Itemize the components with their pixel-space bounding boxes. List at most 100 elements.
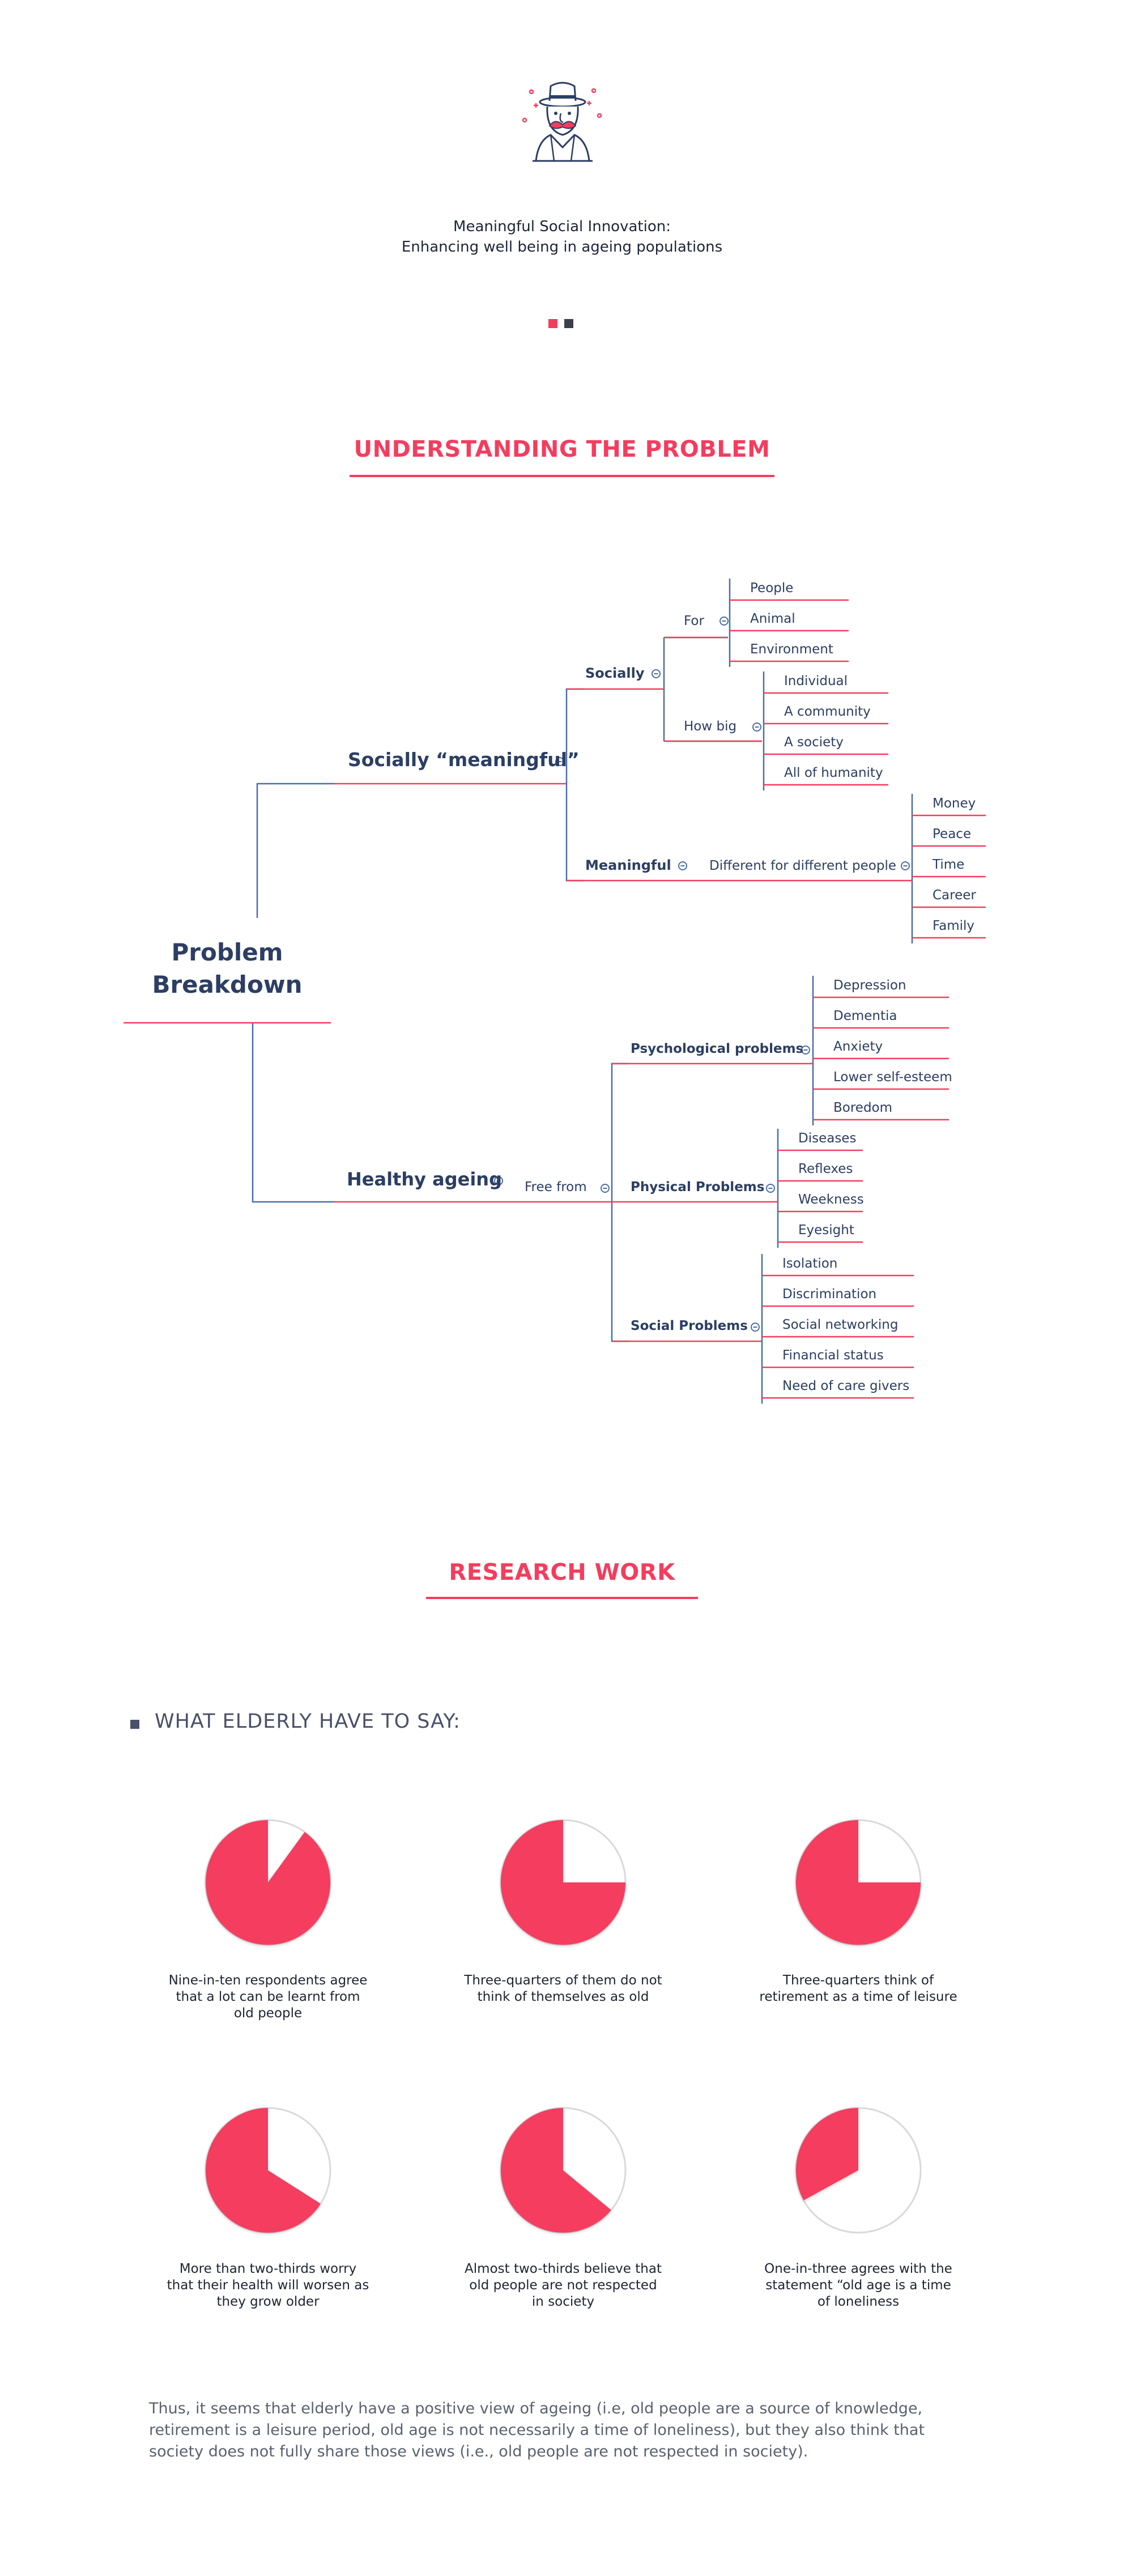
leaf-psychological: Depression bbox=[833, 978, 906, 993]
summary-line: Thus, it seems that elderly have a posit… bbox=[149, 2400, 923, 2417]
stat-caption: Almost two-thirds believe that old people… bbox=[433, 2261, 693, 2310]
bullet-square bbox=[130, 1720, 139, 1729]
node-different: Different for different people bbox=[709, 858, 896, 873]
leaf-for: Environment bbox=[750, 642, 833, 657]
stat-caption-line: Almost two-thirds believe that bbox=[465, 2262, 662, 2276]
collapse-toggle-icon[interactable] bbox=[901, 861, 910, 870]
leaf-physical: Diseases bbox=[798, 1131, 856, 1146]
title-line-1: Meaningful Social Innovation: bbox=[453, 218, 671, 235]
collapse-toggle-icon[interactable] bbox=[555, 757, 564, 766]
slide-dot-active[interactable] bbox=[548, 319, 557, 328]
collapse-toggle-icon[interactable] bbox=[601, 1184, 610, 1193]
pie-slice bbox=[501, 1820, 625, 1945]
stat-pie-chart bbox=[200, 2102, 336, 2238]
stat-pie-chart bbox=[790, 2102, 926, 2238]
title-line-2: Enhancing well being in ageing populatio… bbox=[401, 239, 723, 256]
leaf-how-big: All of humanity bbox=[784, 766, 883, 780]
stat-caption-line: statement “old age is a time bbox=[765, 2278, 951, 2293]
stat-pie-chart bbox=[790, 1814, 926, 1950]
stat-caption-line: Three-quarters think of bbox=[782, 1973, 934, 1988]
stat-caption-line: old people are not respected bbox=[469, 2278, 657, 2293]
stat-caption: More than two-thirds worry that their hea… bbox=[138, 2261, 398, 2310]
summary-paragraph: Thus, it seems that elderly have a posit… bbox=[149, 2398, 999, 2463]
stat-caption: Three-quarters of them do not think of th… bbox=[433, 1973, 693, 2005]
collapse-toggle-icon[interactable] bbox=[494, 1176, 503, 1185]
stat-caption-line: of loneliness bbox=[817, 2294, 900, 2309]
collapse-toggle-icon[interactable] bbox=[752, 722, 761, 732]
stat-caption-line: think of themselves as old bbox=[477, 1990, 649, 2004]
leaf-for: People bbox=[750, 581, 793, 596]
stat-caption-line: old people bbox=[233, 2006, 303, 2021]
collapse-toggle-icon[interactable] bbox=[719, 617, 729, 626]
node-socially: Socially bbox=[585, 665, 645, 681]
section-underline bbox=[426, 1597, 698, 1599]
node-free-from: Free from bbox=[525, 1180, 587, 1195]
leaf-how-big: A community bbox=[784, 704, 871, 719]
node-physical: Physical Problems bbox=[631, 1180, 764, 1195]
collapse-toggle-icon[interactable] bbox=[801, 1045, 810, 1055]
stat-caption-line: Nine-in-ten respondents agree bbox=[168, 1973, 368, 1988]
node-meaningful: Meaningful bbox=[585, 857, 671, 873]
section-title-understanding: UNDERSTANDING THE PROBLEM bbox=[354, 436, 770, 462]
stat-caption-line: retirement as a time of leisure bbox=[759, 1990, 957, 2004]
leaf-different: Time bbox=[932, 857, 964, 872]
collapse-toggle-icon[interactable] bbox=[678, 861, 687, 870]
stat-pie-chart bbox=[495, 2102, 631, 2238]
pie-slice bbox=[796, 2108, 858, 2200]
leaf-physical: Eyesight bbox=[798, 1223, 854, 1238]
summary-line: society does not fully share those views… bbox=[149, 2443, 808, 2460]
leaf-social: Isolation bbox=[782, 1256, 837, 1271]
leaf-for: Animal bbox=[750, 611, 795, 626]
leaf-how-big: A society bbox=[784, 735, 844, 750]
section-underline bbox=[350, 475, 774, 477]
connector-line bbox=[252, 1023, 334, 1203]
logo-icon bbox=[521, 78, 604, 163]
leaf-social: Financial status bbox=[782, 1348, 884, 1363]
stat-caption: Three-quarters think of retirement as a t… bbox=[728, 1973, 989, 2005]
collapse-toggle-icon[interactable] bbox=[766, 1184, 775, 1193]
root-node-label: Problem bbox=[171, 938, 283, 966]
connector-line bbox=[565, 688, 584, 882]
stat-caption-line: that their health will worsen as bbox=[167, 2278, 369, 2293]
stat-pie-chart bbox=[200, 1814, 336, 1950]
stat-caption-line: they grow older bbox=[216, 2294, 320, 2309]
leaf-psychological: Boredom bbox=[833, 1100, 892, 1115]
collapse-toggle-icon[interactable] bbox=[652, 669, 661, 678]
leaf-psychological: Lower self-esteem bbox=[833, 1070, 952, 1085]
pie-slice bbox=[206, 2108, 321, 2233]
page-title: Meaningful Social Innovation: Enhancing … bbox=[0, 216, 1124, 257]
node-psychological: Psychological problems bbox=[631, 1042, 803, 1056]
section-title-research: RESEARCH WORK bbox=[449, 1559, 675, 1585]
collapse-toggle-icon[interactable] bbox=[751, 1323, 760, 1332]
stat-caption-line: that a lot can be learnt from bbox=[176, 1990, 360, 2004]
leaf-physical: Reflexes bbox=[798, 1162, 853, 1176]
leaf-different: Career bbox=[933, 888, 976, 903]
stat-caption: Nine-in-ten respondents agree that a lot … bbox=[138, 1973, 398, 2022]
node-how-big: How big bbox=[684, 719, 736, 734]
stat-caption-line: Three-quarters of them do not bbox=[464, 1973, 662, 1988]
elderly-heading: WHAT ELDERLY HAVE TO SAY: bbox=[155, 1710, 461, 1733]
stat-caption-line: in society bbox=[531, 2294, 595, 2309]
leaf-physical: Weekness bbox=[798, 1192, 864, 1207]
pie-slice bbox=[796, 1820, 921, 1945]
slide-dot[interactable] bbox=[564, 319, 573, 328]
leaf-psychological: Dementia bbox=[833, 1009, 897, 1023]
leaf-social: Need of care givers bbox=[782, 1379, 909, 1393]
leaf-social: Discrimination bbox=[782, 1287, 876, 1302]
root-node-label: Breakdown bbox=[152, 971, 302, 998]
leaf-different: Peace bbox=[933, 827, 971, 841]
leaf-different: Money bbox=[933, 796, 976, 811]
node-social: Social Problems bbox=[631, 1319, 748, 1333]
stat-caption-line: More than two-thirds worry bbox=[179, 2262, 357, 2276]
leaf-psychological: Anxiety bbox=[833, 1039, 883, 1054]
connector-line bbox=[256, 783, 334, 918]
pie-slice bbox=[206, 1820, 331, 1945]
node-for: For bbox=[684, 614, 704, 628]
leaf-social: Social networking bbox=[782, 1317, 898, 1332]
node-healthy-ageing: Healthy ageing bbox=[347, 1168, 502, 1190]
stat-pie-chart bbox=[495, 1814, 631, 1950]
leaf-different: Family bbox=[933, 919, 974, 933]
summary-line: retirement is a leisure period, old age … bbox=[149, 2421, 925, 2439]
